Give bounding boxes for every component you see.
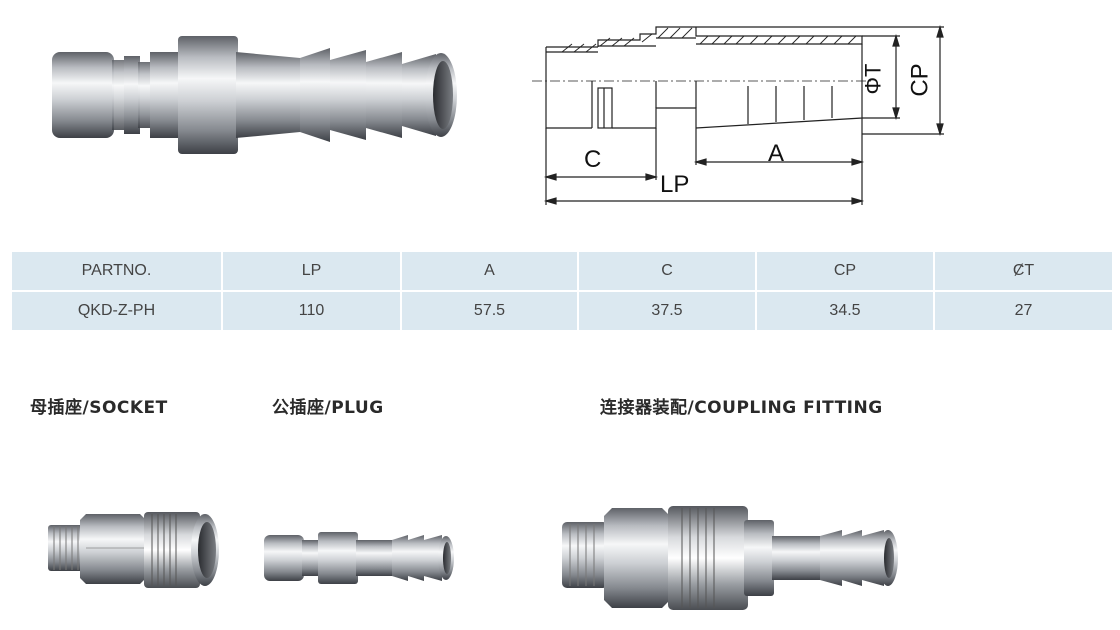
cell-a: 57.5: [402, 292, 577, 330]
header-partno: PARTNO.: [12, 252, 221, 290]
dim-label-cp: CP: [906, 63, 934, 97]
cell-cp: 34.5: [757, 292, 933, 330]
table-row: QKD-Z-PH 110 57.5 37.5 34.5 27: [12, 292, 1112, 330]
header-c: C: [579, 252, 755, 290]
cell-c: 37.5: [579, 292, 755, 330]
socket-image: [48, 512, 219, 588]
dim-label-phi-t: ΦT: [860, 63, 886, 95]
dim-label-c: C: [584, 146, 602, 173]
header-cp: CP: [757, 252, 933, 290]
cell-t: 27: [935, 292, 1112, 330]
caption-coupling: 连接器装配/COUPLING FITTING: [600, 398, 883, 418]
plug-main-image: [52, 36, 457, 154]
table-header-row: PARTNO. LP A C CP ȻT: [12, 252, 1112, 290]
dimension-drawing: [532, 24, 944, 205]
dim-label-lp: LP: [660, 171, 690, 198]
plug-image: [264, 532, 454, 584]
coupling-fitting-image: [562, 506, 898, 610]
header-t: ȻT: [935, 252, 1112, 290]
cell-partno: QKD-Z-PH: [12, 292, 221, 330]
header-a: A: [402, 252, 577, 290]
header-lp: LP: [223, 252, 400, 290]
caption-plug: 公插座/PLUG: [272, 398, 384, 418]
cell-lp: 110: [223, 292, 400, 330]
dim-label-a: A: [768, 140, 785, 167]
caption-socket: 母插座/SOCKET: [30, 398, 168, 418]
spec-table: PARTNO. LP A C CP ȻT QKD-Z-PH 110 57.5 3…: [10, 250, 1114, 332]
